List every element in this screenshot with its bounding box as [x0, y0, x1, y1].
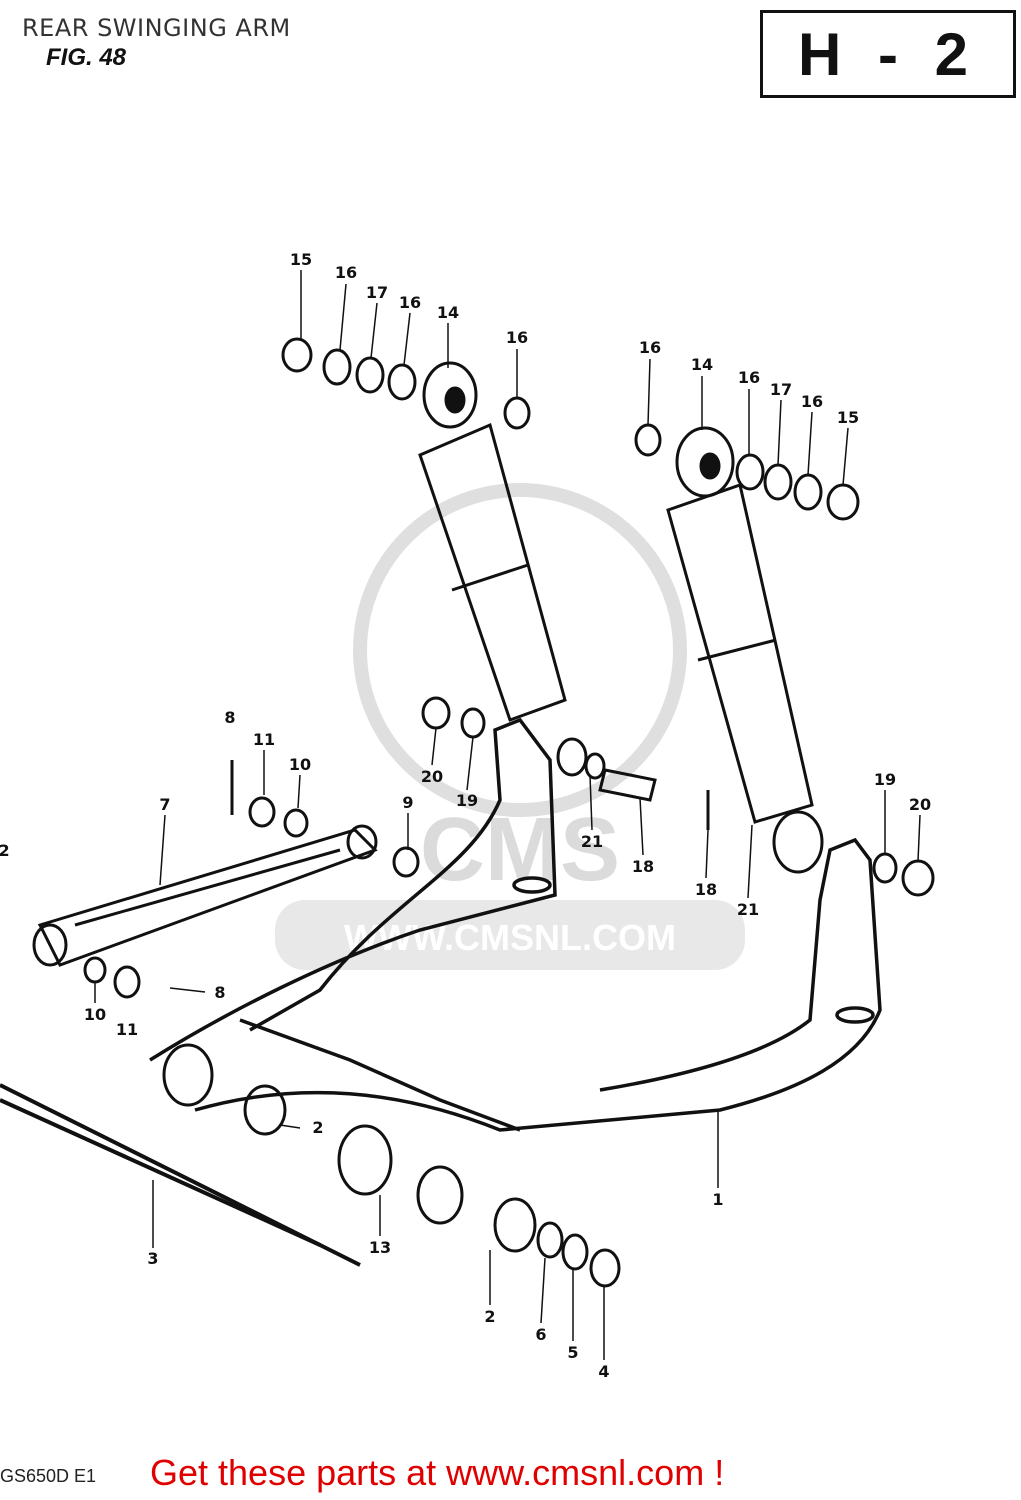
leader-lines — [94, 270, 921, 1360]
part-number-16: 16 — [738, 368, 760, 387]
part-number-9: 9 — [402, 793, 413, 812]
part-number-18: 18 — [695, 880, 717, 899]
part-number-2: 2 — [0, 841, 10, 860]
part-number-18: 18 — [632, 857, 654, 876]
top-left-hardware — [281, 337, 531, 430]
part-number-8: 8 — [214, 983, 225, 1002]
part-number-7: 7 — [159, 795, 170, 814]
part-number-15: 15 — [837, 408, 859, 427]
watermark-logo-circle — [353, 483, 687, 817]
part-number-2: 2 — [484, 1307, 495, 1326]
part-number-15: 15 — [290, 250, 312, 269]
watermark-logo-text: CMS — [420, 800, 620, 900]
part-number-3: 3 — [147, 1249, 158, 1268]
part-number-1: 1 — [712, 1190, 723, 1209]
watermark-url-band — [275, 900, 745, 970]
part-number-17: 17 — [366, 283, 388, 302]
part-number-16: 16 — [506, 328, 528, 347]
part-number-14: 14 — [437, 303, 459, 322]
torque-link — [32, 760, 420, 999]
pivot-shaft — [0, 1083, 361, 1267]
top-right-hardware — [634, 423, 860, 521]
shock-absorber-right — [666, 426, 824, 874]
shock-absorber-left — [418, 361, 567, 722]
figure-number: FIG. 48 — [46, 44, 127, 71]
part-number-8: 8 — [224, 708, 235, 727]
page-title: REAR SWINGING ARM — [22, 14, 291, 42]
cta-link[interactable]: Get these parts at www.cmsnl.com ! — [150, 1452, 725, 1493]
part-number-20: 20 — [909, 795, 931, 814]
watermark: CMS WWW.CMSNL.COM — [275, 483, 745, 970]
part-number-19: 19 — [874, 770, 896, 789]
part-number-11: 11 — [116, 1020, 138, 1039]
part-number-16: 16 — [639, 338, 661, 357]
part-number-21: 21 — [581, 832, 603, 851]
part-number-16: 16 — [335, 263, 357, 282]
model-code: GS650D E1 — [0, 1466, 97, 1486]
part-number-13: 13 — [369, 1238, 391, 1257]
part-number-10: 10 — [289, 755, 311, 774]
part-number-16: 16 — [399, 293, 421, 312]
pivot-assembly — [162, 1043, 621, 1288]
part-number-20: 20 — [421, 767, 443, 786]
part-number-4: 4 — [598, 1362, 609, 1381]
part-number-6: 6 — [535, 1325, 546, 1344]
part-number-17: 17 — [770, 380, 792, 399]
swing-arm — [149, 717, 882, 1132]
part-number-21: 21 — [737, 900, 759, 919]
part-number-10: 10 — [84, 1005, 106, 1024]
part-number-2: 2 — [312, 1118, 323, 1137]
page-code-box: H - 2 — [760, 10, 1016, 98]
part-number-14: 14 — [691, 355, 713, 374]
part-number-16: 16 — [801, 392, 823, 411]
part-number-11: 11 — [253, 730, 275, 749]
part-number-19: 19 — [456, 791, 478, 810]
part-number-5: 5 — [567, 1343, 578, 1362]
